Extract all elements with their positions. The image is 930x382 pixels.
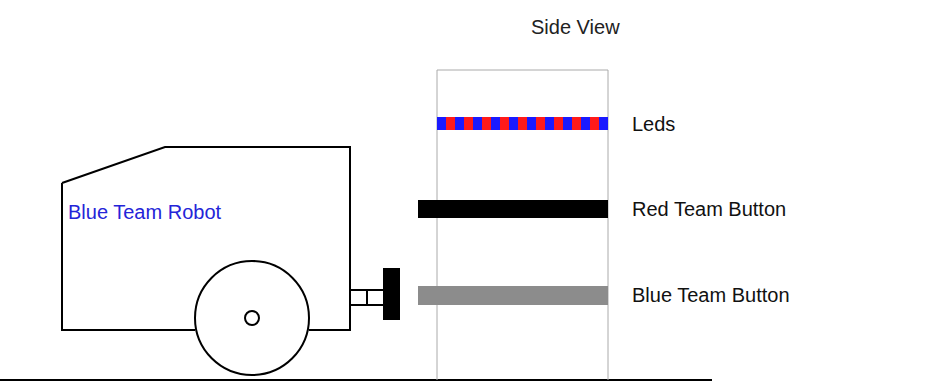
wheel-hub <box>245 311 259 325</box>
red-team-button <box>418 200 608 218</box>
pusher-head <box>383 268 400 320</box>
panel-frame <box>437 70 608 71</box>
panel-frame <box>608 70 609 380</box>
robot-wheel <box>195 261 309 375</box>
robot-outline <box>62 147 350 330</box>
view-title: Side View <box>531 16 620 39</box>
part-label: Blue Team Button <box>632 284 790 307</box>
part-label: Red Team Button <box>632 198 786 221</box>
led-strip <box>437 117 608 130</box>
part-label: Leds <box>632 113 675 136</box>
robot-body: Blue Team Robot <box>62 147 352 333</box>
robot-outline <box>62 147 352 333</box>
ground-line <box>0 379 712 381</box>
pusher-arm <box>366 290 368 305</box>
blue-team-button <box>418 286 608 305</box>
panel-frame <box>437 70 438 380</box>
robot-name: Blue Team Robot <box>68 201 221 224</box>
